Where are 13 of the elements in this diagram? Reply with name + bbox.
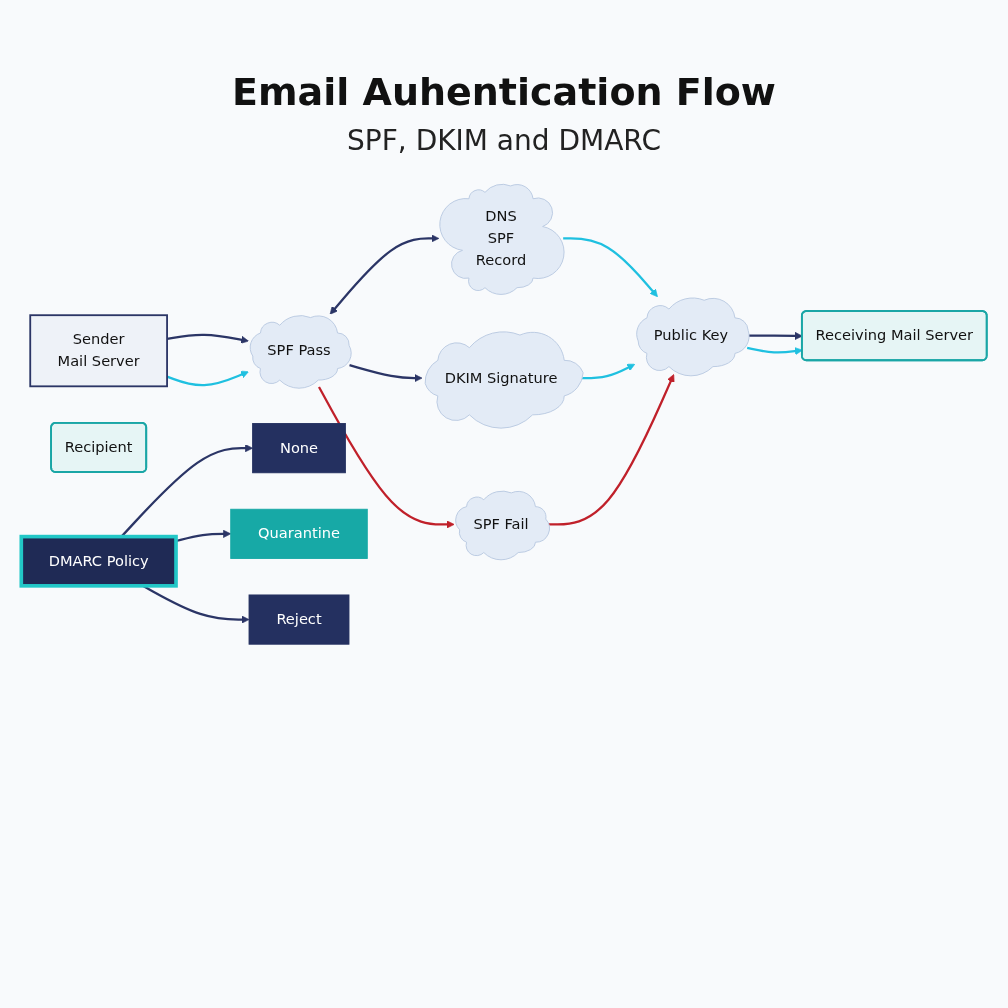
node-box: Sender Mail Server [29, 314, 168, 388]
arrow [547, 374, 675, 526]
node-box: Quarantine [230, 508, 368, 559]
node-box: Reject [248, 594, 350, 645]
arrow [329, 234, 440, 315]
title: Email Auhentication Flow [232, 70, 776, 114]
node-box: None [252, 423, 346, 474]
arrow [318, 386, 455, 529]
subtitle: SPF, DKIM and DMARC [347, 124, 661, 157]
arrow [563, 237, 658, 298]
arrow [580, 363, 636, 380]
node-box: DMARC Policy [19, 534, 178, 588]
arrow [349, 364, 423, 383]
